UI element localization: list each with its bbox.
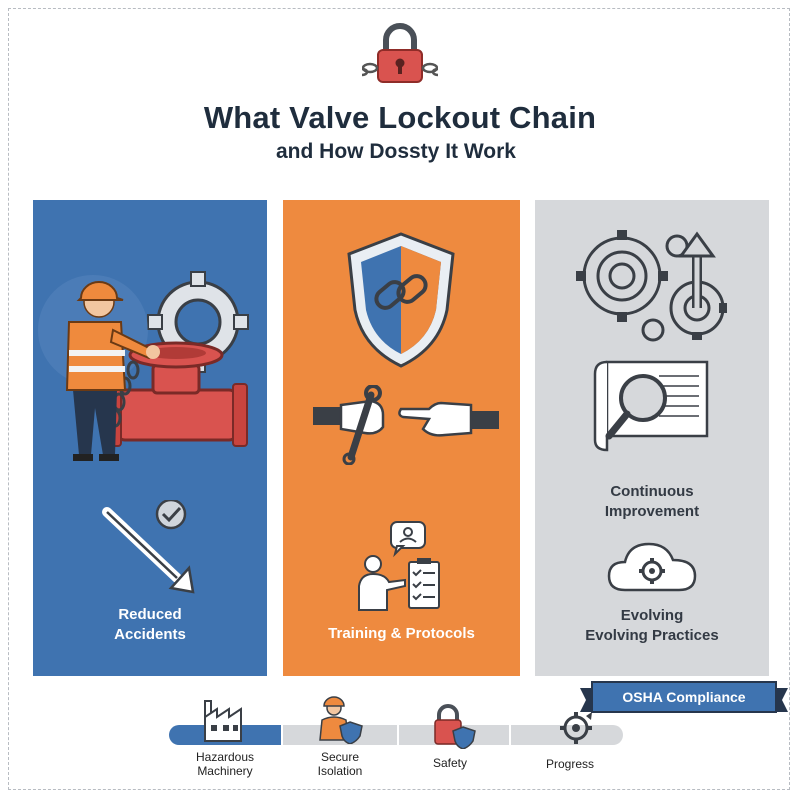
step-secure: Secure Isolation [295,750,385,778]
padlock-shield-icon [434,704,476,749]
padlock-chain-icon [362,23,438,83]
osha-banner-label-wrap: OSHA Compliance [580,678,788,718]
step-hazardous-line2: Machinery [197,764,253,778]
worker-valve-illustration [38,271,249,461]
step-hazardous-line1: Hazardous [195,750,255,764]
step-safety-line1: Safety [432,756,468,770]
step-secure-line1: Secure [320,750,360,764]
continuous-label-2: Improvement [604,503,700,520]
page-frame [8,8,790,790]
training-protocols-label: Training & Protocols [328,625,475,642]
step-progress-line1: Progress [545,757,595,771]
panel-continuous-improvement: Continuous Improvement Evolving Evolving… [535,200,769,676]
step-progress: Progress [530,757,610,771]
evolving-label-2: Evolving Practices [585,627,719,644]
page-subtitle: and How Dossty It Work [276,140,516,163]
panel-osha-compliance: OSHA Compliance Training & Protocols [283,200,788,713]
step-safety: Safety [410,756,490,770]
cloud-gear-icon [607,542,697,592]
shield-chain-icon [347,232,455,368]
osha-compliance-label: OSHA Compliance [622,689,746,705]
step-secure-line2: Isolation [317,764,363,778]
panel-reduced-accidents: Reduced Accidents [33,200,267,676]
down-trend-arrow-icon [102,500,195,594]
gears-arrow-icon [576,230,727,342]
gear-arrow-icon [560,712,592,744]
factory-icon [204,700,242,742]
trainer-checklist-icon [358,521,440,611]
osha-banner [580,681,788,713]
step-hazardous: Hazardous Machinery [180,750,270,778]
wrench-hand-icon [313,385,499,465]
evolving-label-1: Evolving [620,607,684,624]
blueprint-magnifier-icon [593,360,709,452]
worker-shield-icon [319,696,363,744]
continuous-label-1: Continuous [610,483,694,500]
page-title: What Valve Lockout Chain [203,100,597,135]
reduced-accidents-label-2: Accidents [114,626,186,643]
reduced-accidents-label-1: Reduced [118,606,182,623]
